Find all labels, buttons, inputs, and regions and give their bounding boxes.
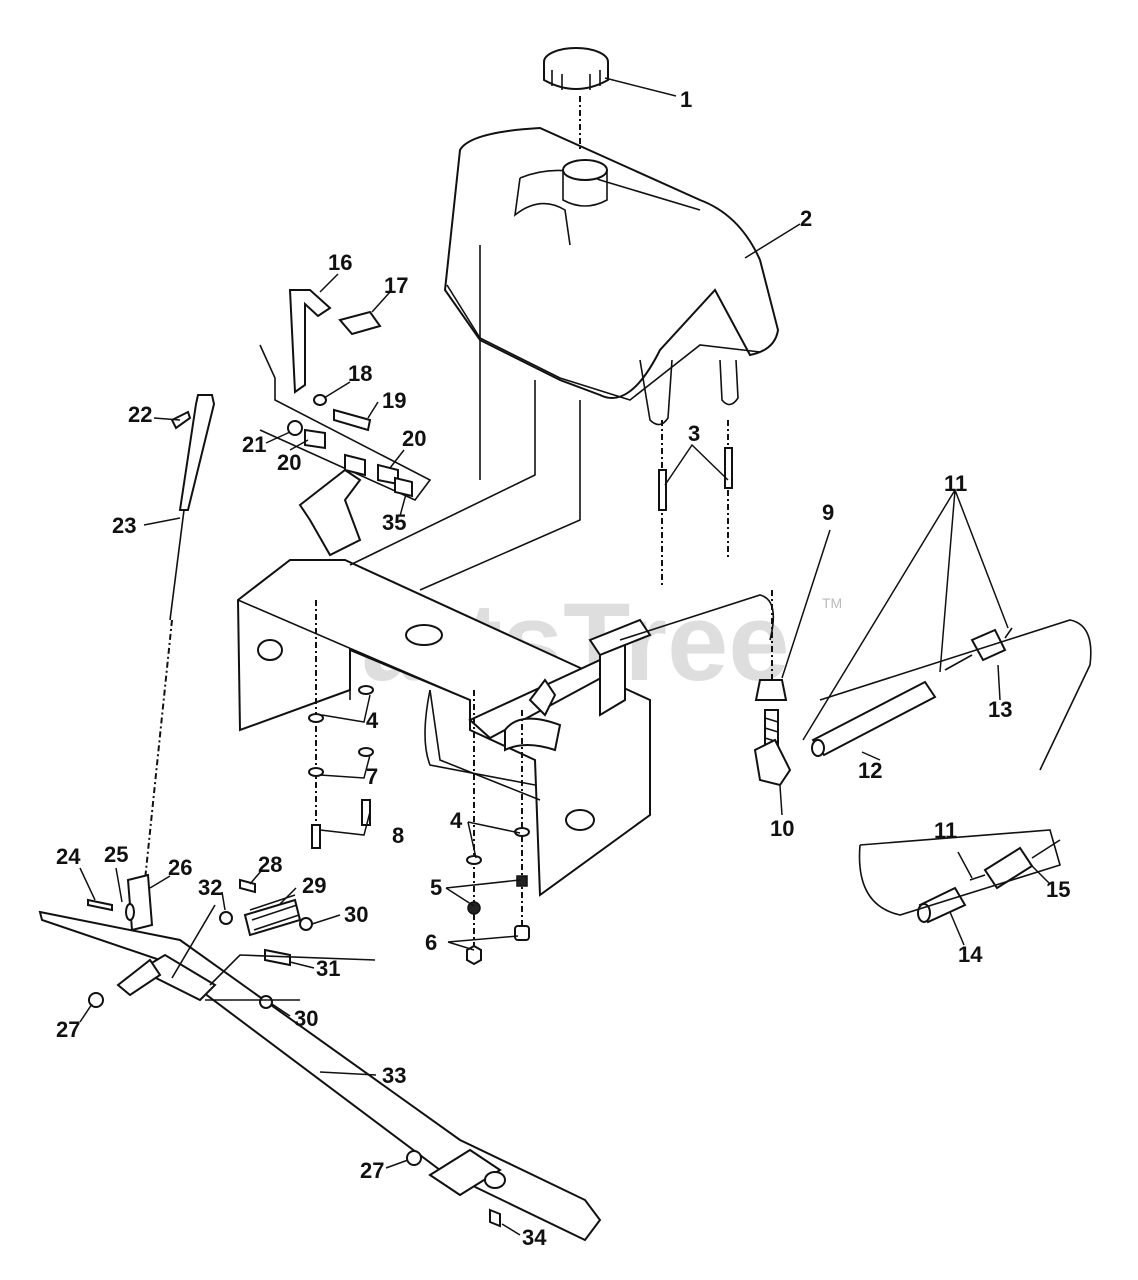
callout-14: 14 bbox=[958, 942, 983, 967]
callout-28: 28 bbox=[258, 852, 282, 877]
callout-18: 18 bbox=[348, 361, 372, 386]
pedal-bracket bbox=[259, 289, 432, 501]
fuel-tank bbox=[443, 126, 780, 426]
callout-23: 23 bbox=[112, 513, 136, 538]
callout-6: 6 bbox=[425, 930, 437, 955]
control-rod bbox=[144, 394, 216, 881]
callout-labels: 1 2 3 4 4 5 6 7 8 9 10 11 11 12 13 14 15… bbox=[56, 87, 1070, 1250]
callout-34: 34 bbox=[522, 1225, 547, 1250]
callout-17: 17 bbox=[384, 273, 408, 298]
fuel-cap bbox=[543, 47, 609, 90]
frame-bracket bbox=[236, 468, 652, 897]
leader-lines bbox=[79, 77, 1051, 1236]
callout-32: 32 bbox=[198, 875, 222, 900]
callout-5: 5 bbox=[430, 875, 442, 900]
callout-33: 33 bbox=[382, 1063, 406, 1088]
watermark-trademark: TM bbox=[822, 595, 842, 611]
callout-7: 7 bbox=[366, 764, 378, 789]
callout-27-left: 27 bbox=[56, 1017, 80, 1042]
callout-11-upper: 11 bbox=[944, 471, 967, 496]
callout-21: 21 bbox=[242, 432, 266, 457]
hardware-center bbox=[466, 690, 530, 966]
callout-12: 12 bbox=[858, 758, 882, 783]
callout-31: 31 bbox=[316, 956, 340, 981]
callout-35: 35 bbox=[382, 510, 406, 535]
callout-30-lower: 30 bbox=[294, 1006, 318, 1031]
callout-3: 3 bbox=[688, 421, 700, 446]
hardware-left bbox=[308, 600, 374, 849]
fuel-line bbox=[753, 590, 1092, 924]
callout-10: 10 bbox=[770, 816, 794, 841]
callout-30-upper: 30 bbox=[344, 902, 368, 927]
cross-shaft bbox=[38, 873, 602, 1242]
studs-3 bbox=[658, 420, 733, 585]
callout-9: 9 bbox=[822, 500, 834, 525]
callout-13: 13 bbox=[988, 697, 1012, 722]
callout-16: 16 bbox=[328, 250, 352, 275]
callout-25: 25 bbox=[104, 842, 128, 867]
callout-20-left: 20 bbox=[277, 450, 301, 475]
callout-8: 8 bbox=[392, 823, 404, 848]
callout-24: 24 bbox=[56, 844, 81, 869]
callout-4-lower: 4 bbox=[450, 808, 463, 833]
callout-15: 15 bbox=[1046, 877, 1070, 902]
callout-27-bottom: 27 bbox=[360, 1158, 384, 1183]
callout-19: 19 bbox=[382, 388, 406, 413]
callout-2: 2 bbox=[800, 206, 812, 231]
callout-29: 29 bbox=[302, 873, 326, 898]
callout-20-right: 20 bbox=[402, 426, 426, 451]
callout-4-upper: 4 bbox=[366, 708, 379, 733]
callout-1: 1 bbox=[680, 87, 692, 112]
callout-26: 26 bbox=[168, 855, 192, 880]
callout-11-lower: 11 bbox=[934, 818, 957, 843]
callout-22: 22 bbox=[128, 402, 152, 427]
